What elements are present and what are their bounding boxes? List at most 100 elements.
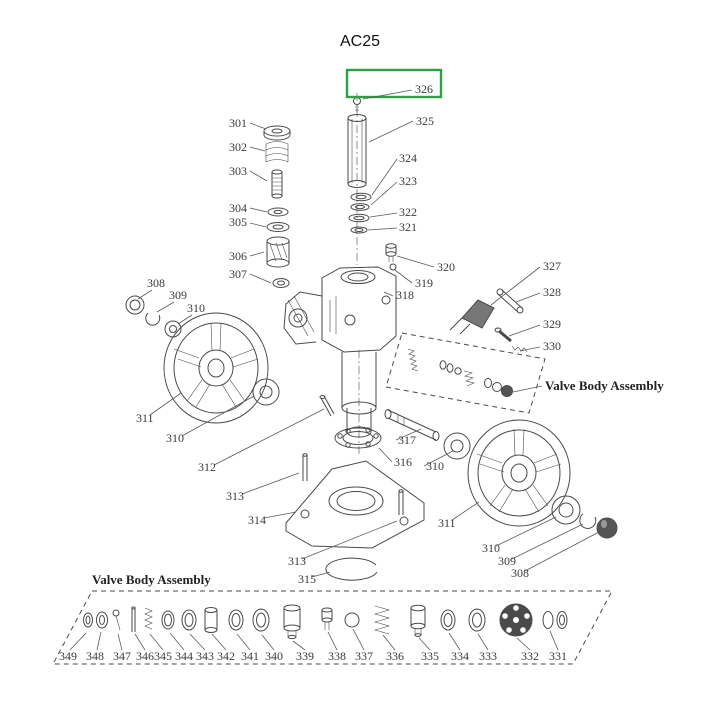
valve-body-assembly-label-mid: Valve Body Assembly (545, 378, 664, 393)
leader-line-329 (508, 324, 541, 337)
part-group-valve-body-row (52, 590, 613, 665)
leader-line-306 (249, 251, 265, 257)
part-label-316: 316 (394, 455, 412, 469)
leader-line-310 (423, 450, 454, 467)
part-label-332: 332 (521, 649, 539, 663)
leader-line-323 (370, 181, 398, 206)
part-group-319-320 (385, 243, 397, 271)
leader-line-302 (249, 146, 266, 152)
exploded-view-linework (52, 93, 618, 665)
leader-line-338 (327, 631, 338, 651)
leader-line-336 (382, 634, 396, 651)
part-label-317: 317 (398, 433, 416, 447)
leader-line-326 (362, 89, 413, 100)
leader-line-315 (311, 571, 331, 578)
part-label-324: 324 (399, 151, 417, 165)
part-group-327-330-lever (449, 288, 528, 353)
part-label-336: 336 (386, 649, 404, 663)
leader-line-340 (261, 634, 275, 651)
leader-line-317 (395, 428, 422, 441)
leader-line-349 (69, 632, 87, 651)
part-group-318-pump-body (283, 266, 397, 353)
leader-line-335 (418, 637, 431, 651)
part-label-310: 310 (166, 431, 184, 445)
part-label-311: 311 (136, 411, 154, 425)
leader-line-334 (448, 632, 461, 651)
leader-line-337 (352, 628, 365, 651)
part-label-329: 329 (543, 317, 561, 331)
part-label-348: 348 (86, 649, 104, 663)
leader-line-318 (383, 291, 394, 297)
leader-line-319 (394, 269, 413, 284)
part-label-337: 337 (355, 649, 373, 663)
part-group-321-324 (348, 192, 372, 234)
part-label-343: 343 (196, 649, 214, 663)
leader-line-321 (367, 227, 398, 231)
leader-line-347 (117, 633, 123, 651)
leader-line-348 (96, 631, 102, 651)
part-label-340: 340 (265, 649, 283, 663)
leader-line-309 (156, 301, 175, 313)
part-label-309: 309 (169, 288, 187, 302)
part-label-311: 311 (438, 516, 456, 530)
part-group-301-307 (263, 125, 291, 288)
part-group-right-wheel (467, 419, 618, 539)
leader-line-343 (189, 633, 206, 651)
part-label-345: 345 (154, 649, 172, 663)
part-group-312-pin (319, 395, 335, 417)
part-label-322: 322 (399, 205, 417, 219)
part-label-309: 309 (498, 554, 516, 568)
part-label-346: 346 (136, 649, 154, 663)
part-label-306: 306 (229, 249, 247, 263)
leader-line-344 (169, 632, 185, 651)
part-label-347: 347 (113, 649, 131, 663)
leader-line-346 (134, 633, 146, 651)
valve-body-annotation-leader (512, 385, 543, 393)
part-label-318: 318 (396, 288, 414, 302)
leader-line-339 (292, 640, 306, 651)
part-group-317-axle (384, 409, 471, 460)
leader-line-314 (263, 511, 297, 519)
part-group-valve-stack-preview (385, 332, 546, 414)
part-label-310: 310 (426, 459, 444, 473)
leader-line-308 (524, 531, 600, 572)
leader-line-327 (490, 266, 541, 306)
valve-body-assembly-label-bottom: Valve Body Assembly (92, 572, 211, 587)
leader-line-320 (396, 255, 435, 268)
leader-line-324 (371, 158, 398, 196)
highlight-box (345, 68, 443, 99)
diagram-title: AC25 (340, 33, 380, 50)
leader-line-316 (378, 447, 393, 463)
part-label-307: 307 (229, 267, 247, 281)
leader-line-311 (451, 501, 480, 521)
leader-line-301 (249, 122, 267, 130)
part-label-339: 339 (296, 649, 314, 663)
leader-line-322 (369, 212, 398, 218)
part-label-315: 315 (298, 572, 316, 586)
leader-line-303 (249, 170, 268, 182)
part-label-327: 327 (543, 259, 561, 273)
part-label-319: 319 (415, 276, 433, 290)
part-label-333: 333 (479, 649, 497, 663)
leader-line-328 (515, 292, 541, 303)
part-label-321: 321 (399, 220, 417, 234)
leader-line-310 (181, 395, 255, 437)
part-label-308: 308 (147, 276, 165, 290)
leader-line-304 (249, 207, 268, 213)
leader-line-333 (477, 633, 489, 651)
part-group-314-base-plate (285, 453, 425, 581)
part-label-310: 310 (187, 301, 205, 315)
part-label-302: 302 (229, 140, 247, 154)
part-group-left-wheel (163, 312, 280, 424)
leader-line-332 (516, 637, 531, 651)
part-label-308: 308 (511, 566, 529, 580)
leader-line-331 (549, 630, 559, 651)
part-label-328: 328 (543, 285, 561, 299)
part-label-349: 349 (59, 649, 77, 663)
part-label-304: 304 (229, 201, 247, 215)
leader-line-305 (249, 222, 267, 228)
leader-line-330 (519, 346, 541, 352)
leader-line-342 (211, 633, 227, 651)
